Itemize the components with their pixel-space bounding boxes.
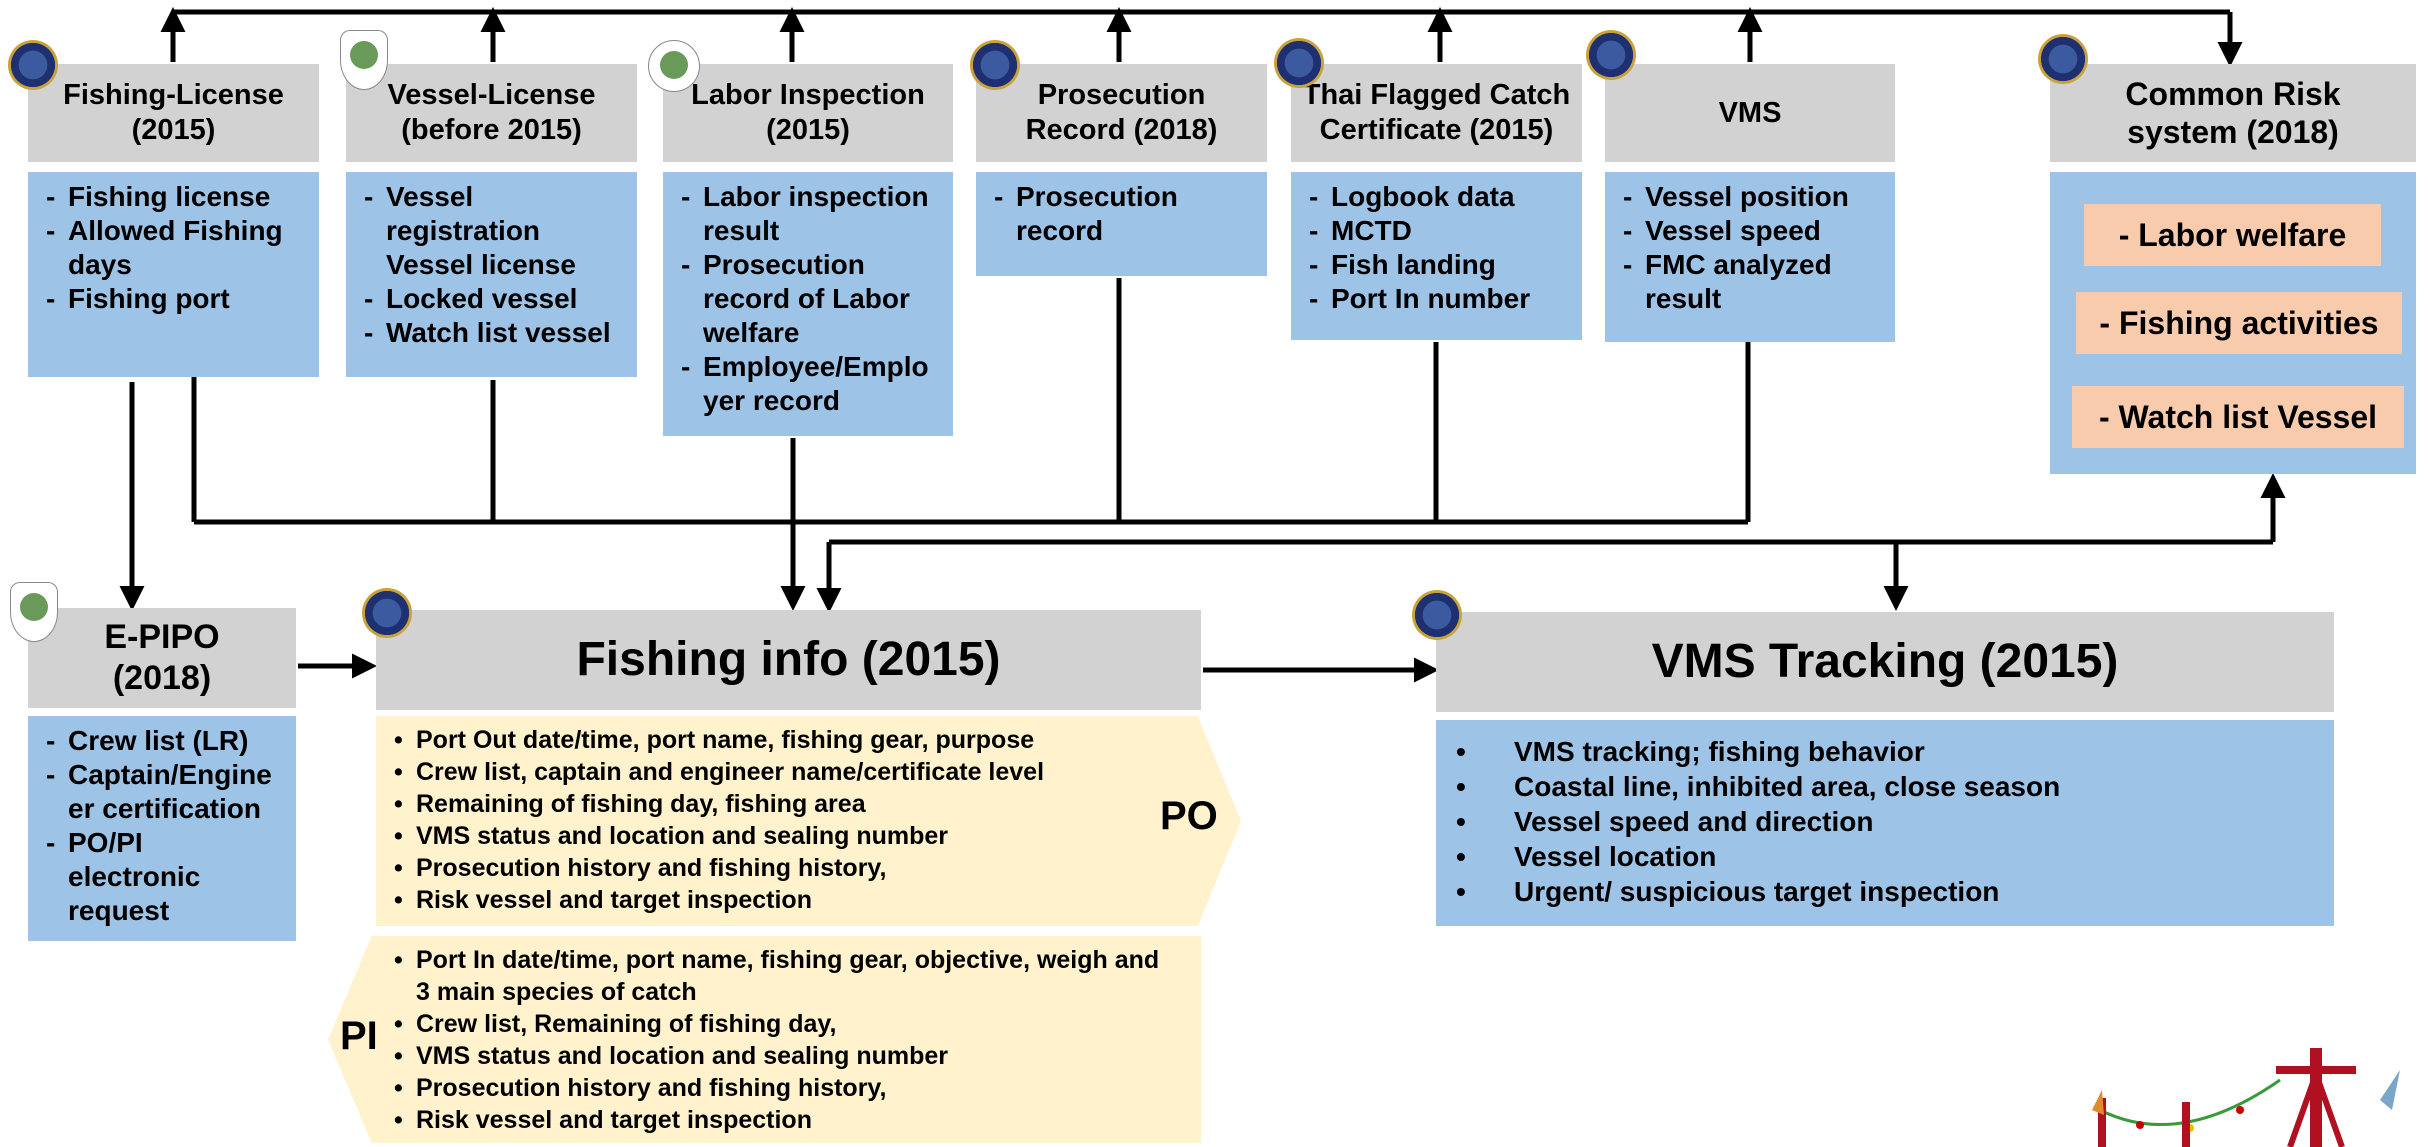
labor-inspection-title-line-2: (2015) [766, 114, 850, 146]
department-seal-icon [1586, 30, 1636, 80]
list-item: -Vessel position [1623, 181, 1849, 212]
list-item: •Vessel speed and direction [1456, 806, 1874, 837]
common-risk-title-line-1: Common Risk [2125, 75, 2341, 112]
po-label: PO [1160, 794, 1218, 838]
department-seal-icon [8, 40, 58, 90]
list-item: •VMS status and location and sealing num… [394, 1042, 949, 1070]
fishing-license-header: Fishing-License(2015) [28, 64, 319, 162]
risk-pill-labor-welfare: - Labor welfare [2084, 204, 2381, 266]
list-item: -Prosecution record [994, 181, 1178, 246]
prosecution-record-body: -Prosecution record [976, 172, 1267, 276]
list-item: -Fishing license [46, 181, 271, 212]
vessel-license-title-line-1: Vessel-License [387, 79, 596, 112]
list-item: -MCTD [1309, 215, 1412, 246]
list-item: -Captain/Engineer certification [46, 759, 272, 824]
marine-department-crest-icon [10, 582, 58, 642]
prosecution-record-title-line-2: Record (2018) [1025, 114, 1218, 146]
vessel-license-header: Vessel-License(before 2015) [346, 64, 637, 162]
common-risk-title-line-2: system (2018) [2127, 114, 2339, 150]
fishing-boat-illustration-icon [2092, 1048, 2400, 1147]
list-item: -Vessel speed [1623, 215, 1821, 246]
list-item: -Watch list vessel [364, 317, 611, 348]
list-item: •Risk vessel and target inspection [394, 886, 812, 914]
list-item: •Remaining of fishing day, fishing area [394, 790, 866, 818]
epipo-body: -Crew list (LR) -Captain/Engineer certif… [28, 716, 296, 941]
pi-label: PI [340, 1014, 378, 1058]
common-risk-body: - Labor welfare - Fishing activities - W… [2050, 172, 2416, 474]
list-item: •Crew list, Remaining of fishing day, [394, 1010, 837, 1038]
list-item: •Risk vessel and target inspection [394, 1106, 812, 1134]
vms-title: VMS [1718, 96, 1782, 129]
list-item: •VMS tracking; fishing behavior [1456, 736, 1925, 767]
labor-ministry-crest-icon [648, 40, 700, 92]
catch-certificate-title-line-2: Certificate (2015) [1319, 114, 1554, 146]
list-item: •VMS status and location and sealing num… [394, 822, 949, 850]
list-item: •Crew list, captain and engineer name/ce… [394, 758, 1045, 786]
department-seal-icon [362, 588, 412, 638]
list-item: -Labor inspection result [681, 181, 929, 246]
list-item: •Urgent/ suspicious target inspection [1456, 876, 2000, 907]
list-item: •Prosecution history and fishing history… [394, 1074, 887, 1102]
department-seal-icon [2038, 34, 2088, 84]
pi-list: •Port In date/time, port name, fishing g… [394, 944, 1174, 1136]
risk-pill-watch-list-vessel: - Watch list Vessel [2072, 386, 2404, 448]
pi-panel: PI •Port In date/time, port name, fishin… [328, 936, 1201, 1143]
list-item: -Vessel registration Vessel license [364, 181, 576, 280]
vms-body: -Vessel position -Vessel speed -FMC anal… [1605, 172, 1895, 342]
fishing-license-body: -Fishing license -Allowed Fishing days -… [28, 172, 319, 377]
department-seal-icon [1274, 38, 1324, 88]
fishing-info-header: Fishing info (2015) [376, 610, 1201, 710]
list-item: -Employee/Employer record [681, 351, 929, 416]
fishing-license-title-line-2: (2015) [131, 114, 216, 146]
list-item: -FMC analyzed result [1623, 249, 1832, 314]
list-item: -Fish landing [1309, 249, 1496, 280]
list-item: •Prosecution history and fishing history… [394, 854, 887, 882]
epipo-header: E-PIPO(2018) [28, 608, 296, 708]
marine-department-crest-icon [340, 30, 388, 90]
list-item: -Prosecution record of Labor welfare [681, 249, 910, 348]
catch-certificate-title-line-1: Thai Flagged Catch [1302, 79, 1571, 112]
labor-inspection-body: -Labor inspection result -Prosecution re… [663, 172, 953, 436]
prosecution-record-title-line-1: Prosecution [1037, 79, 1206, 112]
list-item: -Locked vessel [364, 283, 578, 314]
vms-tracking-title: VMS Tracking (2015) [1651, 635, 2119, 689]
catch-certificate-body: -Logbook data -MCTD -Fish landing -Port … [1291, 172, 1582, 340]
vms-header: VMS [1605, 64, 1895, 162]
list-item: •Port In date/time, port name, fishing g… [394, 946, 1160, 1006]
list-item: -Logbook data [1309, 181, 1515, 212]
fishing-info-title: Fishing info (2015) [576, 633, 1001, 687]
list-item: •Vessel location [1456, 841, 1717, 872]
labor-inspection-header: Labor Inspection(2015) [663, 64, 953, 162]
vessel-license-title-line-2: (before 2015) [401, 114, 582, 146]
risk-pill-fishing-activities: - Fishing activities [2076, 292, 2402, 354]
list-item: -Crew list (LR) [46, 725, 249, 756]
list-item: -Allowed Fishing days [46, 215, 283, 280]
vms-tracking-header: VMS Tracking (2015) [1436, 612, 2334, 712]
list-item: -PO/PI electronic request [46, 827, 201, 926]
po-panel: •Port Out date/time, port name, fishing … [376, 716, 1241, 926]
department-seal-icon [1412, 590, 1462, 640]
department-seal-icon [970, 40, 1020, 90]
labor-inspection-title-line-1: Labor Inspection [691, 79, 925, 112]
list-item: •Port Out date/time, port name, fishing … [394, 726, 1035, 754]
fishing-license-title-line-1: Fishing-License [63, 79, 284, 112]
list-item: -Port In number [1309, 283, 1531, 314]
list-item: •Coastal line, inhibited area, close sea… [1456, 771, 2061, 802]
epipo-title-line-1: E-PIPO [104, 618, 220, 657]
vms-tracking-body: •VMS tracking; fishing behavior •Coastal… [1436, 720, 2334, 926]
vessel-license-body: -Vessel registration Vessel license -Loc… [346, 172, 637, 377]
list-item: -Fishing port [46, 283, 230, 314]
po-list: •Port Out date/time, port name, fishing … [394, 724, 1154, 916]
epipo-title-line-2: (2018) [112, 659, 212, 697]
